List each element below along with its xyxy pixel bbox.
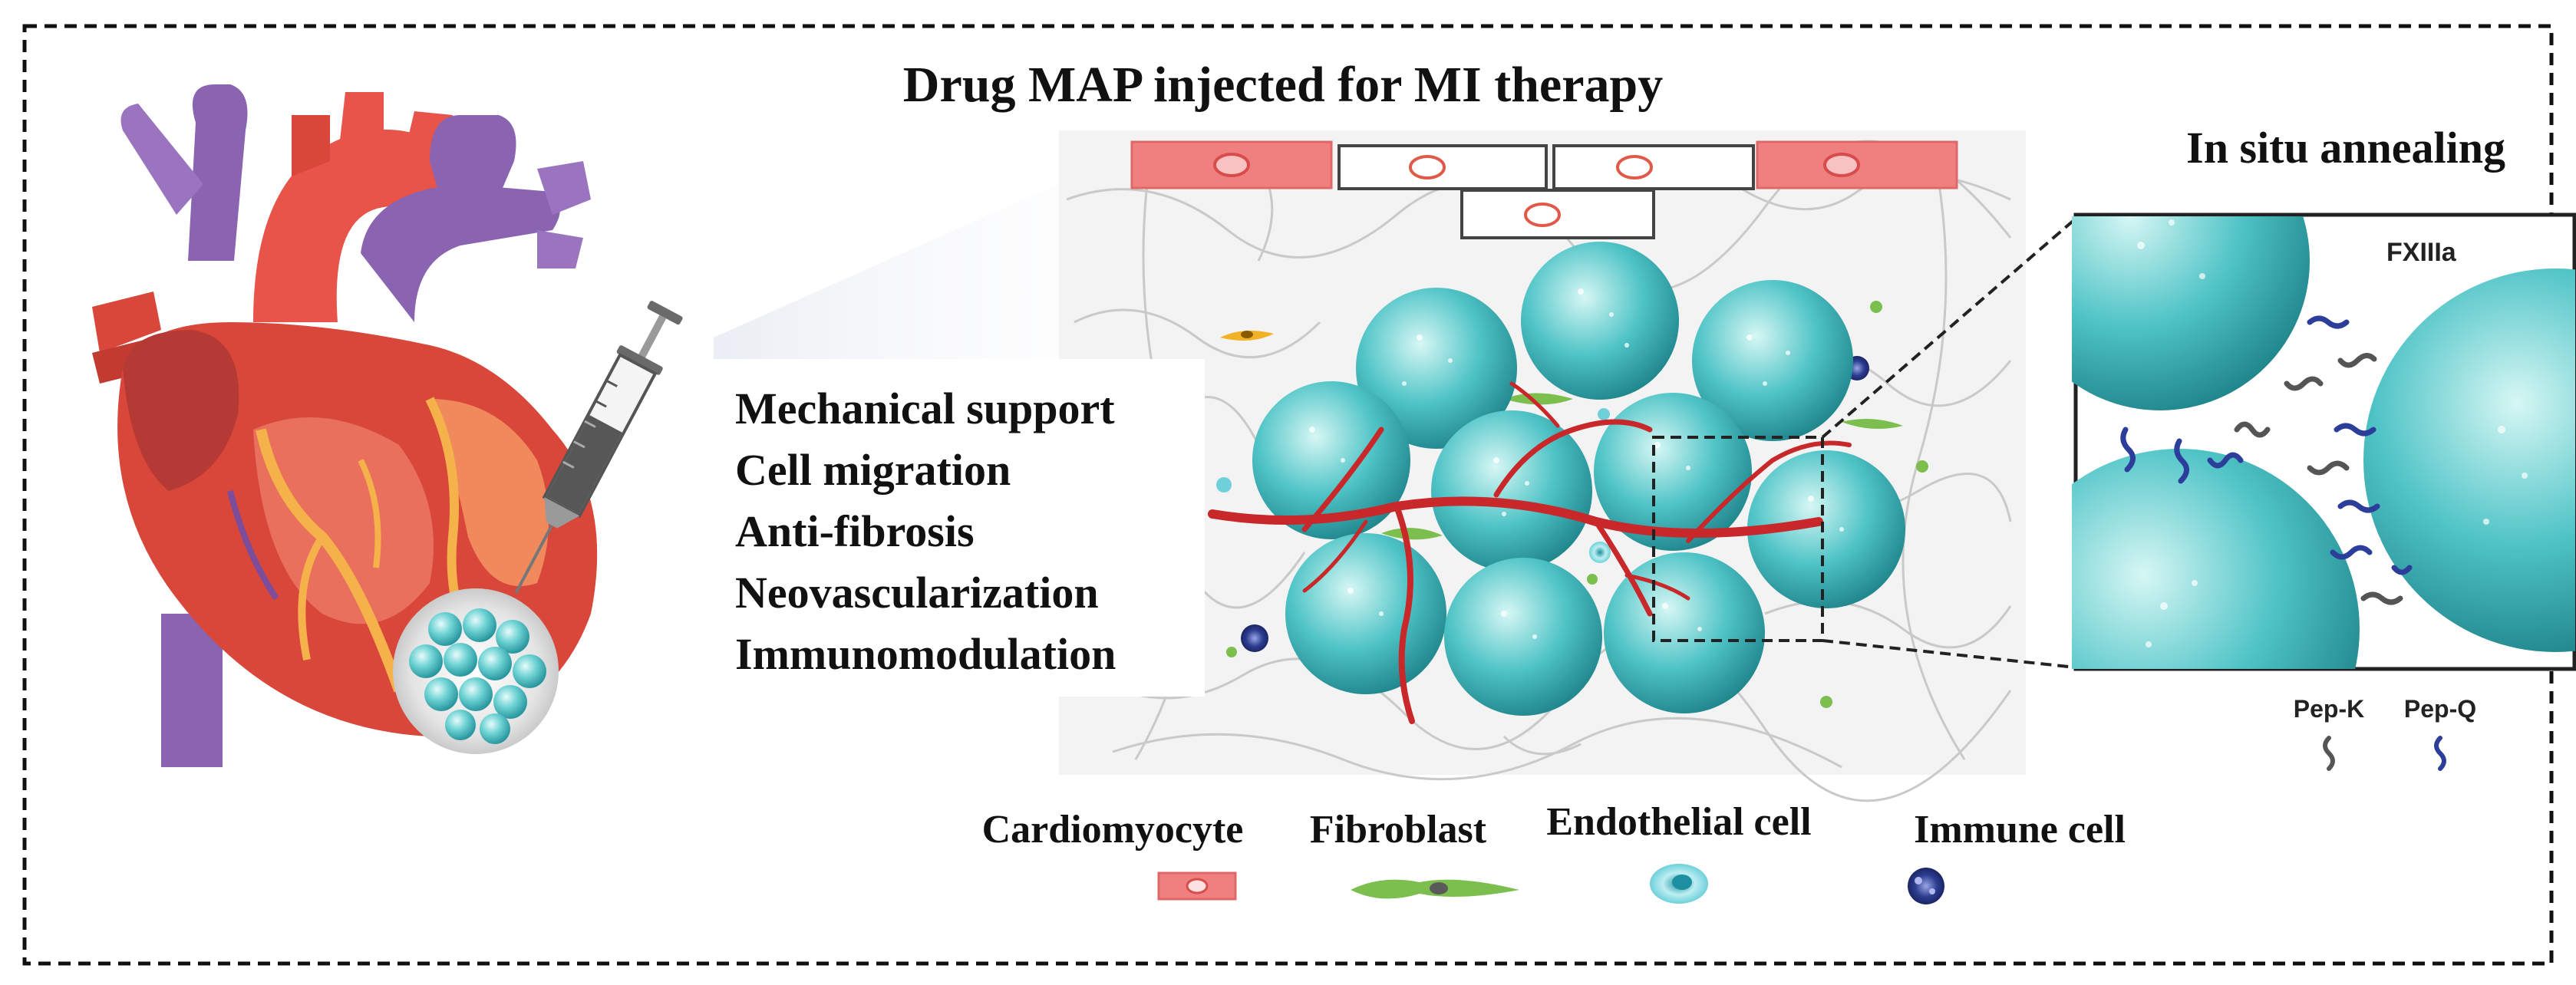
microgel-speckles (1309, 288, 1844, 639)
annealing-inset: FXIIIa (2072, 212, 2576, 671)
fibroblast-icon (1351, 879, 1519, 899)
legend-label: Fibroblast (1310, 808, 1487, 852)
function-item: Immunomodulation (735, 629, 1116, 679)
injection-site (393, 588, 559, 754)
zoom-line-bottom (1822, 639, 2076, 669)
scaffold-region (1059, 130, 2077, 802)
syringe-icon (514, 301, 683, 595)
peptide-label-k: Pep-K (2294, 695, 2364, 723)
cardiomyocyte-icon (1157, 871, 1237, 901)
function-panel: Mechanical support Cell migration Anti-f… (714, 359, 1205, 697)
peptide-legend: Pep-K Pep-Q (2294, 695, 2476, 771)
peptide-label-q: Pep-Q (2404, 695, 2476, 723)
injected-microgels (409, 608, 546, 744)
legend-label: Cardiomyocyte (982, 808, 1244, 852)
zoom-box (1652, 436, 1824, 642)
cell-legend: Cardiomyocyte Fibroblast Endothelial cel… (982, 800, 2126, 904)
immune-cell-icon (1908, 868, 1944, 904)
blood-vessel-network (1208, 381, 1852, 724)
pep-k-icon (2323, 736, 2335, 771)
diagram-title: Drug MAP injected for MI therapy (903, 57, 1663, 113)
function-item: Neovascularization (735, 568, 1099, 618)
cardiomyocyte-row (1130, 140, 1958, 239)
function-item: Mechanical support (735, 384, 1115, 433)
microgel-cluster (1252, 242, 1905, 716)
endothelial-cell-icon (1650, 864, 1708, 904)
zoom-line-top (1821, 217, 2077, 439)
function-item: Cell migration (735, 445, 1011, 495)
pep-q-icon (2434, 736, 2446, 771)
enzyme-label: FXIIIa (2386, 238, 2457, 267)
legend-label: Endothelial cell (1546, 800, 1811, 844)
inset-title: In situ annealing (2186, 123, 2505, 173)
crosslink-peptides (2120, 315, 2413, 605)
legend-label: Immune cell (1914, 808, 2126, 852)
function-item: Anti-fibrosis (735, 506, 975, 556)
